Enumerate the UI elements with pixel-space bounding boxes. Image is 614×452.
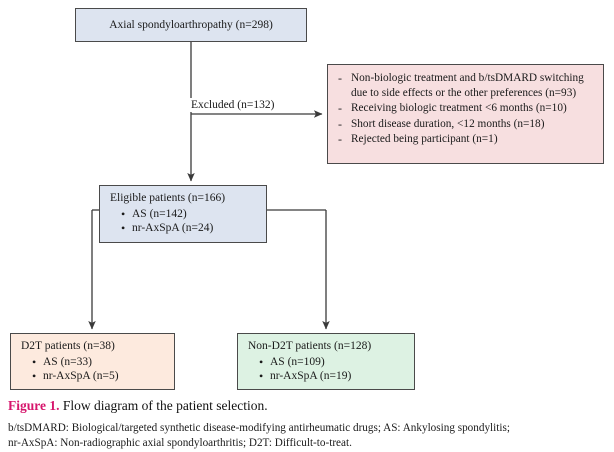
footnote-line-2: nr-AxSpA: Non-radiographic axial spondyl…: [8, 436, 352, 449]
list-item: AS (n=142): [121, 207, 256, 221]
list-item: Receiving biologic treatment <6 months (…: [336, 101, 595, 116]
footnote-line-1: b/tsDMARD: Biological/targeted synthetic…: [8, 422, 510, 434]
node-excluded-reasons: Non-biologic treatment and b/tsDMARD swi…: [327, 64, 604, 164]
edge-label-excluded: Excluded (n=132): [189, 98, 277, 112]
node-eligible-patients: Eligible patients (n=166) AS (n=142) nr-…: [99, 185, 267, 243]
list-item: Non-biologic treatment and b/tsDMARD swi…: [336, 71, 595, 101]
list-item: nr-AxSpA (n=19): [259, 369, 404, 383]
list-item: nr-AxSpA (n=5): [32, 369, 164, 383]
list-item: AS (n=33): [32, 355, 164, 369]
node-axial-spondyloarthropathy: Axial spondyloarthropathy (n=298): [75, 8, 307, 42]
node-title: Axial spondyloarthropathy (n=298): [109, 18, 273, 31]
node-title: Eligible patients (n=166): [110, 192, 226, 204]
list-item: nr-AxSpA (n=24): [121, 221, 256, 235]
list-item: Rejected being participant (n=1): [336, 132, 595, 147]
node-d2t-patients: D2T patients (n=38) AS (n=33) nr-AxSpA (…: [10, 333, 175, 390]
node-title: Non-D2T patients (n=128): [248, 340, 372, 352]
eligible-breakdown-list: AS (n=142) nr-AxSpA (n=24): [110, 207, 256, 235]
figure-caption-label: Figure 1.: [8, 398, 60, 413]
d2t-breakdown-list: AS (n=33) nr-AxSpA (n=5): [21, 355, 164, 383]
figure-footnote: b/tsDMARD: Biological/targeted synthetic…: [8, 421, 606, 450]
node-non-d2t-patients: Non-D2T patients (n=128) AS (n=109) nr-A…: [237, 333, 415, 390]
figure-caption: Figure 1. Flow diagram of the patient se…: [8, 397, 608, 414]
figure-caption-text: Flow diagram of the patient selection.: [59, 398, 268, 413]
excluded-reason-list: Non-biologic treatment and b/tsDMARD swi…: [336, 71, 595, 147]
node-title: D2T patients (n=38): [21, 340, 115, 352]
list-item: AS (n=109): [259, 355, 404, 369]
list-item: Short disease duration, <12 months (n=18…: [336, 117, 595, 132]
non-d2t-breakdown-list: AS (n=109) nr-AxSpA (n=19): [248, 355, 404, 383]
